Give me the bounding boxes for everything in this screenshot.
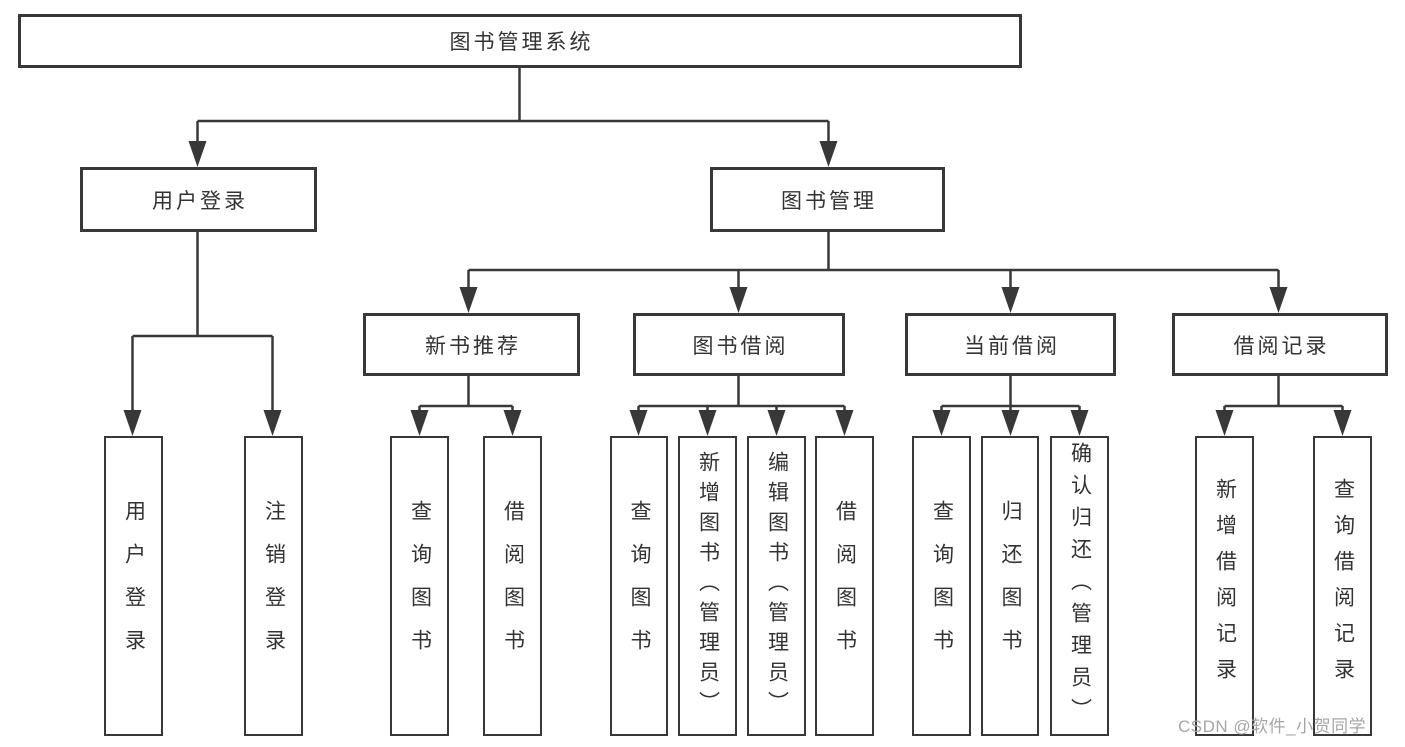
connector-user-login-children: [131, 232, 274, 414]
leaf-borrow-books-recommend: 借阅图书: [483, 436, 542, 736]
leaf-query-books-borrowing: 查询图书: [610, 436, 668, 736]
connector-book-borrowing-children: [637, 376, 846, 414]
node-book-borrowing: 图书借阅: [633, 313, 845, 376]
node-library-system: 图书管理系统: [18, 14, 1022, 68]
leaf-add-book-admin: 新增图书（管理员）: [678, 436, 737, 736]
leaf-logout: 注销登录: [244, 436, 303, 736]
leaf-add-borrow-record: 新增借阅记录: [1195, 436, 1254, 736]
connector-new-book-children: [418, 376, 514, 414]
leaf-query-books-current: 查询图书: [912, 436, 971, 736]
leaf-user-login: 用户登录: [104, 436, 163, 736]
leaf-return-books: 归还图书: [981, 436, 1039, 736]
node-new-book-recommendation: 新书推荐: [363, 313, 580, 376]
node-book-management: 图书管理: [710, 167, 945, 232]
leaf-query-borrow-record: 查询借阅记录: [1313, 436, 1372, 736]
leaf-borrow-books-borrowing: 借阅图书: [815, 436, 874, 736]
arrowhead-icons: [123, 141, 1352, 436]
leaf-confirm-return-admin: 确认归还（管理员）: [1050, 436, 1109, 736]
leaf-edit-book-admin: 编辑图书（管理员）: [747, 436, 806, 736]
connector-borrow-records-children: [1223, 376, 1344, 414]
node-user-login: 用户登录: [80, 167, 317, 232]
connector-current-borrowing-children: [940, 376, 1081, 414]
node-borrowing-records: 借阅记录: [1172, 313, 1388, 376]
leaf-query-books-recommend: 查询图书: [390, 436, 449, 736]
node-current-borrowing: 当前借阅: [905, 313, 1116, 376]
connector-root-to-level2: [196, 68, 830, 144]
csdn-watermark: CSDN @软件_小贺同学: [1178, 717, 1367, 736]
connector-book-management-children: [467, 232, 1280, 291]
